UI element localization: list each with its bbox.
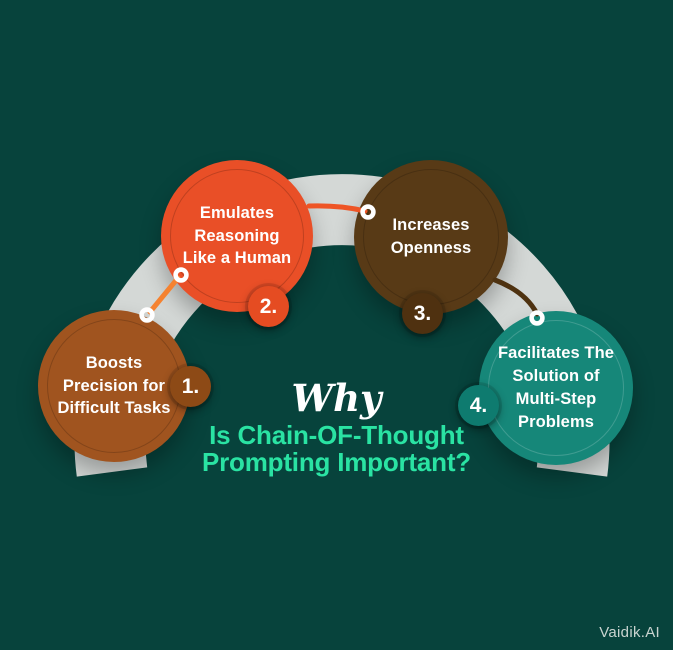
title-line-2: Prompting Important? [202, 447, 471, 478]
connector-line-2-3 [306, 203, 368, 214]
step-badge-3: 3. [402, 293, 443, 334]
step-label-3: Increases Openness [390, 216, 472, 257]
step-circle-3: Increases Openness [354, 160, 508, 314]
title-block: Why Is Chain-OF-Thought Prompting Import… [0, 380, 673, 477]
connector-line-1-2 [147, 275, 181, 315]
title-script-word: Why [291, 376, 382, 420]
step-circle-2: Emulates Reasoning Like a Human [161, 160, 313, 312]
watermark-text: Vaidik.AI [599, 624, 660, 641]
connector-line-3-4 [492, 277, 540, 317]
step-badge-2: 2. [248, 286, 289, 327]
step-badge-4: 4. [458, 385, 499, 426]
step-badge-1: 1. [170, 366, 211, 407]
step-label-2: Emulates Reasoning Like a Human [182, 203, 292, 268]
title-line-1: Is Chain-OF-Thought [209, 420, 464, 450]
